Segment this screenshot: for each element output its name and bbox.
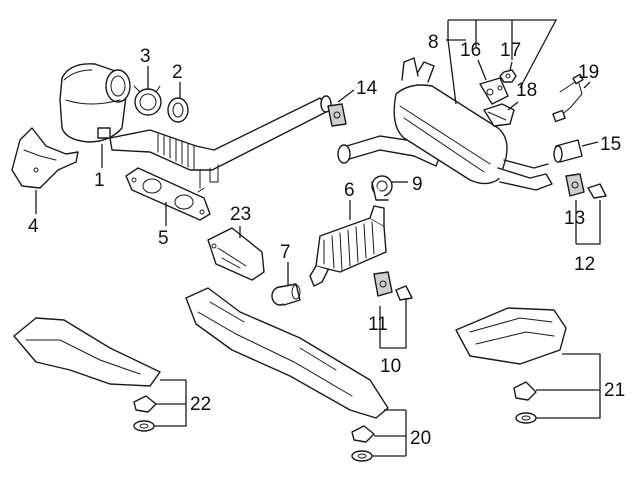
- callout-20: 20: [410, 428, 431, 449]
- callout-4: 4: [28, 216, 39, 237]
- center-hanger-set: [373, 271, 413, 301]
- callout-5: 5: [158, 228, 169, 249]
- callout-labels: 1 2 3 4 5 6 7 8 9 10 11 12 13 14 15 16 1…: [28, 32, 625, 449]
- front-heat-shield: [13, 317, 161, 432]
- center-heat-shield: [185, 287, 389, 462]
- rear-hanger-set: [565, 173, 607, 199]
- callout-2: 2: [172, 62, 183, 83]
- callout-21: 21: [604, 380, 625, 401]
- exhaust-valve-actuator: [483, 103, 515, 127]
- center-resonator: [309, 205, 387, 287]
- gasket-ring: [167, 97, 189, 123]
- heat-shield-plate: [207, 227, 265, 281]
- connector-clamp: [371, 175, 393, 201]
- band-clamp-small: [271, 283, 301, 306]
- callout-14: 14: [356, 78, 378, 99]
- callout-13: 13: [564, 208, 585, 229]
- tail-pipe-tip: [553, 139, 583, 163]
- callout-8: 8: [428, 32, 439, 53]
- callout-17: 17: [500, 40, 521, 61]
- callout-15: 15: [600, 134, 621, 155]
- callout-22: 22: [190, 394, 211, 415]
- rear-muffler: [393, 57, 553, 191]
- manifold-gasket: [125, 167, 211, 221]
- callout-7: 7: [280, 242, 291, 263]
- callout-16: 16: [460, 40, 481, 61]
- callout-23: 23: [230, 204, 251, 225]
- callout-3: 3: [140, 46, 151, 67]
- rubber-hanger-14: [327, 103, 347, 127]
- rear-heat-shield: [455, 307, 567, 424]
- hex-nut: [499, 69, 517, 83]
- callout-10: 10: [380, 356, 401, 377]
- callout-19: 19: [578, 62, 599, 83]
- pipe-clamp: [133, 85, 162, 116]
- callout-12: 12: [574, 254, 595, 275]
- muffler-bracket: [479, 77, 509, 105]
- callout-6: 6: [344, 180, 355, 201]
- front-exhaust-pipe: [109, 95, 332, 193]
- catalytic-converter: [59, 63, 131, 143]
- callout-1: 1: [94, 170, 105, 191]
- callout-18: 18: [516, 80, 537, 101]
- callout-11: 11: [368, 314, 388, 335]
- sensor-cable: [552, 73, 584, 123]
- leader-lines: [35, 19, 601, 457]
- heat-shield-bracket: [11, 127, 79, 189]
- callout-9: 9: [412, 174, 423, 195]
